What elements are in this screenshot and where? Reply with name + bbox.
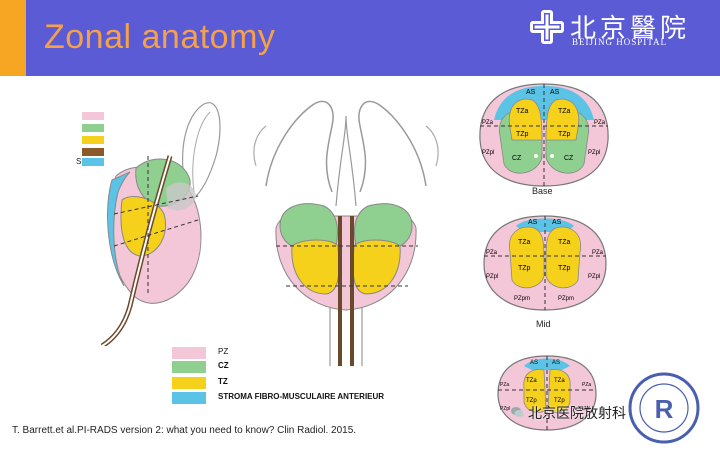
hospital-logo: 北京醫院 BEIJING HOSPITAL bbox=[528, 6, 708, 47]
header-bar: Zonal anatomy 北京醫院 BEIJING HOSPITAL bbox=[0, 0, 720, 76]
header-accent-stripe bbox=[0, 0, 26, 76]
apex-label-tza-right: TZa bbox=[554, 378, 565, 384]
axial-mid-section: AS AS TZa TZa TZp TZp PZa PZa PZpl PZpl … bbox=[483, 215, 607, 311]
coronal-tz-left bbox=[291, 239, 340, 295]
small-legend: S bbox=[76, 112, 104, 166]
base-label-tzp-left: TZp bbox=[516, 131, 529, 138]
base-label-pzpl-left: PZpl bbox=[482, 150, 494, 156]
base-caption: Base bbox=[532, 186, 553, 196]
coronal-cz-right bbox=[354, 203, 413, 247]
apex-label-pza-left: PZa bbox=[500, 382, 509, 388]
base-label-tza-right: TZa bbox=[558, 108, 571, 115]
department-seal-icon: R bbox=[628, 372, 700, 444]
base-label-pzpl-right: PZpl bbox=[588, 150, 600, 156]
logo-english-text: BEIJING HOSPITAL bbox=[572, 37, 668, 47]
mid-label-pza-right: PZa bbox=[592, 250, 604, 256]
hospital-cross-icon bbox=[530, 10, 564, 44]
mid-label-pzpm-left: PZpm bbox=[514, 296, 530, 302]
mid-label-tza-left: TZa bbox=[518, 239, 531, 246]
apex-label-tzp-right: TZp bbox=[554, 398, 565, 404]
mid-label-tzp-right: TZp bbox=[558, 265, 571, 272]
coronal-prostate-diagram bbox=[253, 100, 439, 366]
slide-title: Zonal anatomy bbox=[44, 18, 276, 56]
sagittal-as bbox=[107, 171, 131, 287]
legend-swatch-stroma bbox=[172, 392, 206, 404]
axial-base-section: AS AS TZa TZa TZp TZp PZa PZa CZ CZ PZpl… bbox=[479, 83, 609, 187]
mid-label-pzpm-right: PZpm bbox=[558, 296, 574, 302]
coronal-tz-right bbox=[352, 239, 401, 295]
apex-label-pzpl-left: PZpl bbox=[500, 406, 510, 412]
seminal-vesicle bbox=[181, 102, 221, 201]
legend-swatch-cz bbox=[172, 361, 206, 373]
apex-label-pzpl-right: PZpl bbox=[580, 406, 590, 412]
base-label-tzp-right: TZp bbox=[558, 131, 571, 138]
apex-label-as-left: AS bbox=[530, 360, 538, 366]
base-label-pza-left: PZa bbox=[482, 120, 494, 126]
base-label-tza-left: TZa bbox=[516, 108, 529, 115]
mid-caption: Mid bbox=[536, 319, 551, 329]
apex-label-as-right: AS bbox=[552, 360, 560, 366]
coronal-cz-left bbox=[279, 203, 338, 247]
base-label-pza-right: PZa bbox=[594, 120, 606, 126]
small-legend-marker: S bbox=[76, 157, 81, 166]
mid-label-pzpl-right: PZpl bbox=[588, 274, 600, 280]
apex-label-tzp-left: TZp bbox=[526, 398, 537, 404]
mid-label-pza-left: PZa bbox=[486, 250, 498, 256]
legend-swatch-pz bbox=[172, 347, 206, 359]
base-label-as-left: AS bbox=[526, 89, 536, 96]
logo-chinese-text: 北京醫院 bbox=[570, 14, 691, 44]
sagittal-prostate-diagram: S bbox=[76, 102, 221, 346]
wechat-icon bbox=[511, 407, 524, 417]
mid-label-pzpl-left: PZpl bbox=[486, 274, 498, 280]
mid-label-tza-right: TZa bbox=[558, 239, 571, 246]
apex-label-tza-left: TZa bbox=[526, 378, 537, 384]
base-label-cz-left: CZ bbox=[512, 155, 522, 162]
base-label-cz-right: CZ bbox=[564, 155, 574, 162]
apex-label-pza-right: PZa bbox=[582, 382, 591, 388]
mid-label-tzp-left: TZp bbox=[518, 265, 531, 272]
watermark-text: 北京医院放射科 bbox=[528, 406, 626, 422]
legend-swatch-tz bbox=[172, 377, 206, 389]
mid-label-as-right: AS bbox=[552, 219, 562, 226]
mid-label-as-left: AS bbox=[528, 219, 538, 226]
base-label-as-right: AS bbox=[550, 89, 560, 96]
svg-text:R: R bbox=[655, 394, 674, 424]
citation-text: T. Barrett.et al.PI-RADS version 2: what… bbox=[12, 425, 357, 436]
